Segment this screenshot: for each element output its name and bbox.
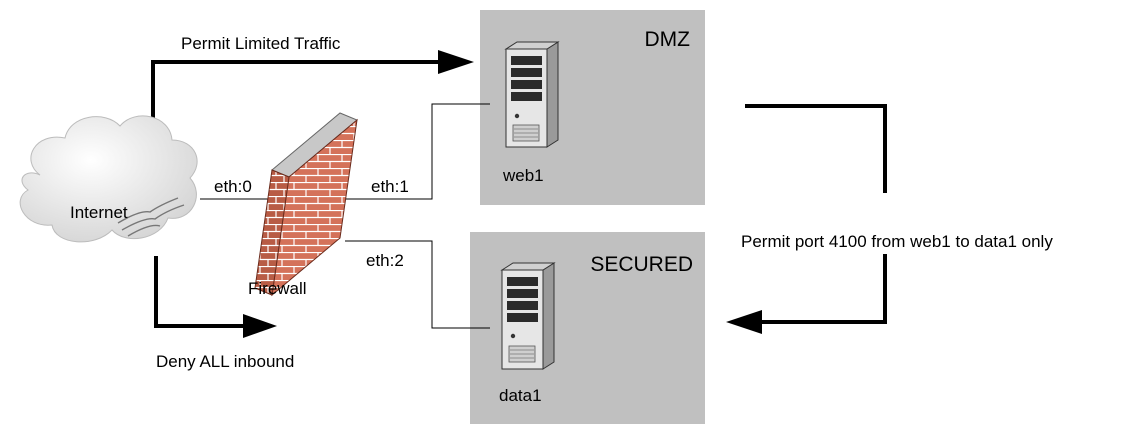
link-firewall-data1 [345, 240, 490, 329]
web1-label: web1 [502, 166, 544, 185]
deny-all-arrowhead [243, 314, 277, 338]
firewall-label: Firewall [248, 279, 307, 298]
firewall: Firewall [248, 112, 358, 298]
permit-limited-arrowhead [438, 50, 474, 74]
permit-port-arrowhead [726, 310, 762, 334]
lightning-icon [117, 197, 185, 237]
permit-port-label: Permit port 4100 from web1 to data1 only [741, 232, 1053, 251]
permit-port-arrow [745, 104, 887, 324]
data1-server-icon [500, 262, 556, 370]
data1-label: data1 [499, 386, 542, 405]
web1-server-icon [504, 41, 560, 148]
firewall-side [254, 169, 290, 296]
internet-label: Internet [70, 203, 128, 222]
deny-all-arrow [154, 256, 245, 328]
deny-all-label: Deny ALL inbound [156, 352, 294, 371]
eth0-label: eth:0 [214, 177, 252, 196]
link-firewall-web1 [345, 103, 490, 200]
eth2-label: eth:2 [366, 251, 404, 270]
dmz-zone-label: DMZ [645, 28, 691, 51]
secured-zone-label: SECURED [590, 253, 693, 276]
internet-cloud: Internet [19, 115, 198, 243]
flow-arrows [151, 50, 887, 338]
permit-limited-label: Permit Limited Traffic [181, 34, 341, 53]
permit-limited-arrow [151, 60, 440, 128]
eth1-label: eth:1 [371, 177, 409, 196]
